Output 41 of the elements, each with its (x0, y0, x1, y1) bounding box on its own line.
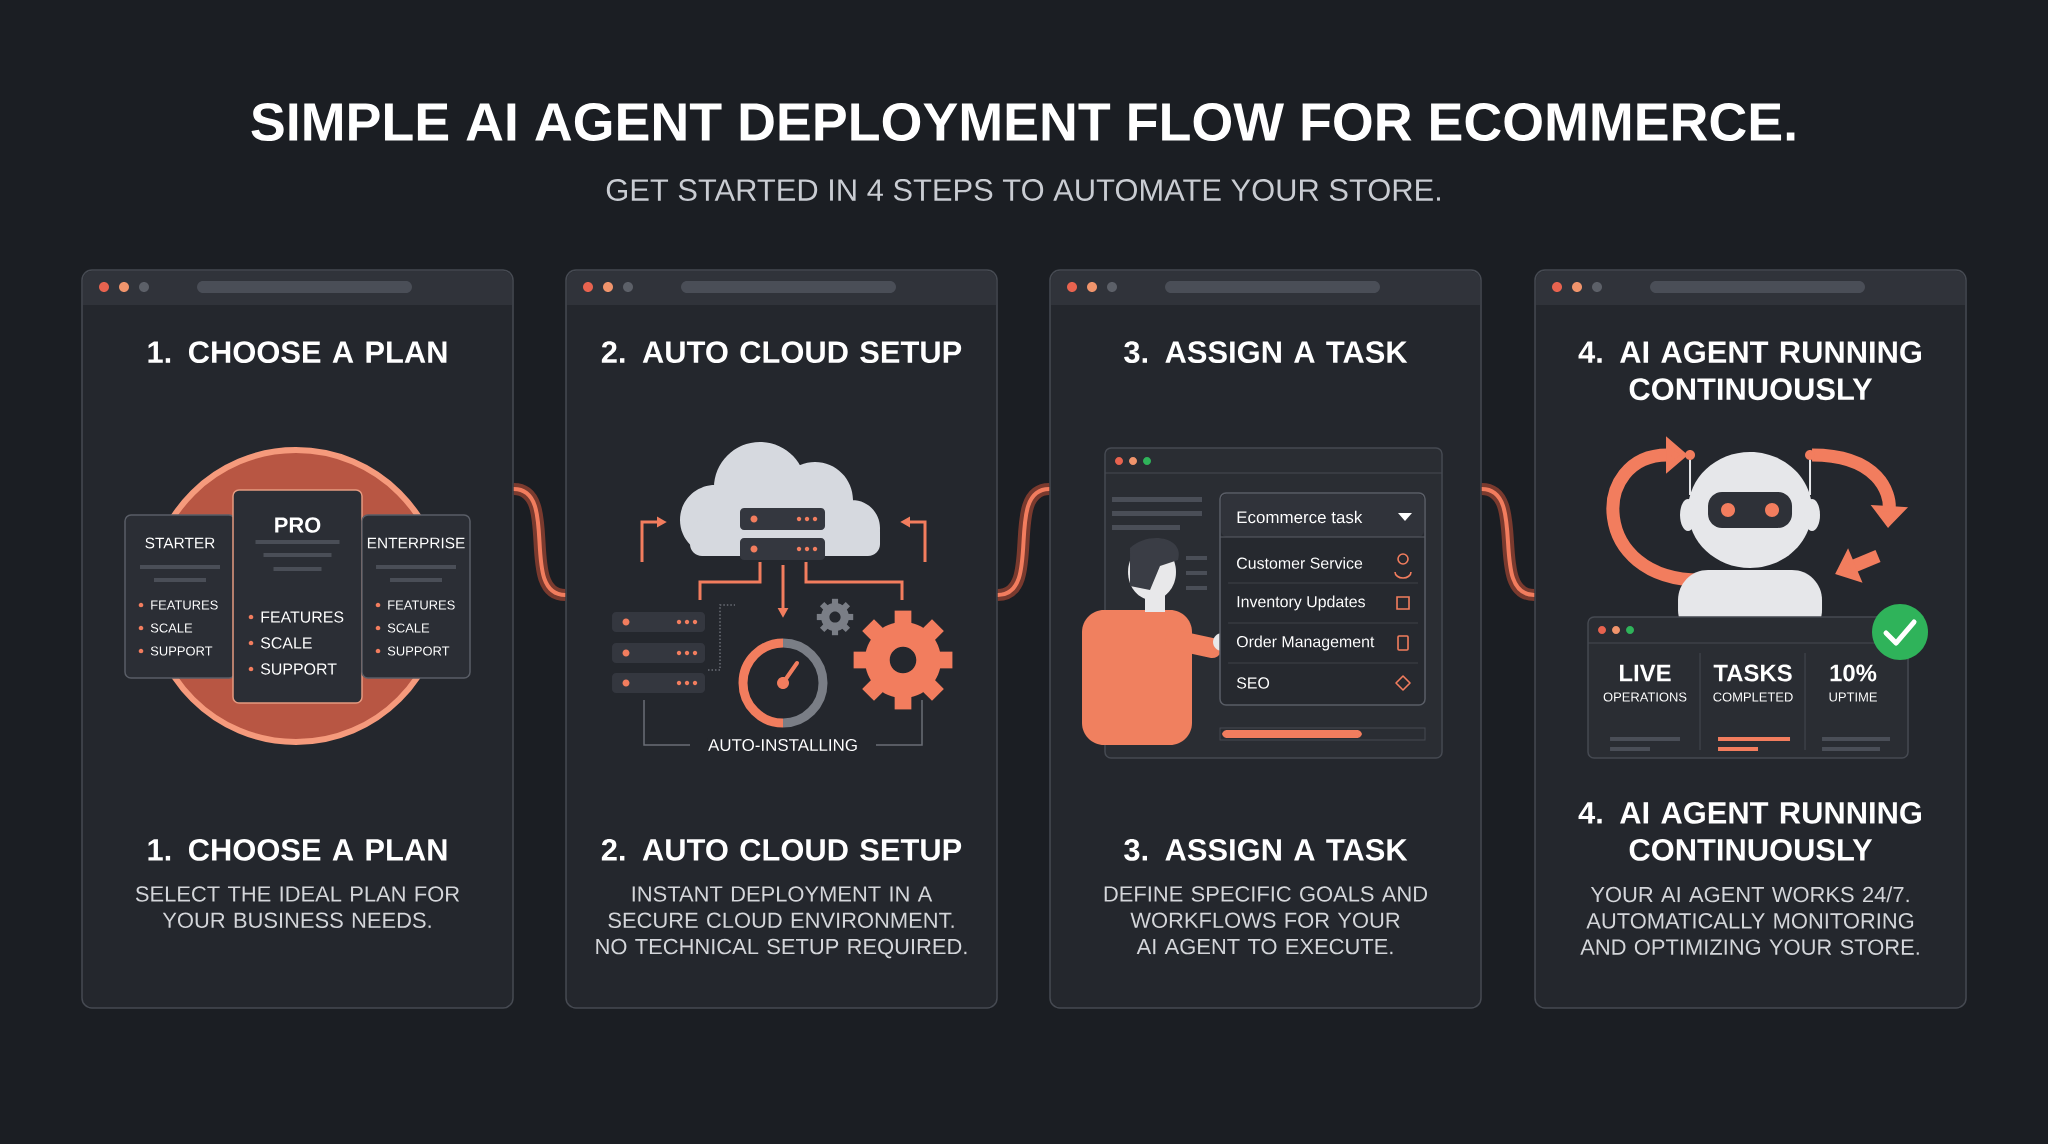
subtitle: GET STARTED IN 4 STEPS TO AUTOMATE YOUR STORE. (606, 179, 1440, 201)
stat-label: OPERATIONS (1603, 692, 1687, 702)
task-option: Customer Service (1237, 557, 1363, 569)
stat-value: TASKS (1713, 664, 1792, 682)
plan-feature: FEATURES (388, 600, 455, 610)
step-heading: 2. AUTO CLOUD SETUP (601, 838, 962, 861)
plan-name: ENTERPRISE (367, 537, 465, 549)
connector-line (996, 483, 1051, 601)
caption-text: AUTO-INSTALLING (707, 738, 859, 752)
plan-feature: SUPPORT (387, 646, 450, 656)
step-heading: 4. AI AGENT RUNNING CONTINUOUSLY (1578, 801, 1921, 861)
plan-feature: SCALE (387, 623, 430, 633)
plan-name: STARTER (145, 537, 215, 549)
step-description: YOUR AI AGENT WORKS 24/7. AUTOMATICALLY MONITORING AND OPTIMIZING YOUR STORE. (1580, 886, 1919, 955)
plan-feature: SUPPORT (150, 646, 213, 656)
task-option: Inventory Updates (1237, 595, 1365, 611)
dropdown-header: Ecommerce task (1237, 510, 1363, 524)
plan-feature: FEATURES (261, 611, 344, 623)
plan-name: PRO (275, 517, 321, 533)
step-heading: 1. CHOOSE A PLAN (148, 341, 447, 364)
task-option: Order Management (1236, 635, 1375, 651)
task-option: SEO (1236, 677, 1270, 689)
step-heading: 4. AI AGENT RUNNING CONTINUOUSLY (1578, 341, 1921, 401)
stat-value: LIVE (1620, 664, 1671, 682)
step-description: INSTANT DEPLOYMENT IN A SECURE CLOUD ENVIRONMENT. NO TECHNICAL SETUP REQUIRED. (596, 886, 967, 959)
step-heading: 2. AUTO CLOUD SETUP (601, 341, 962, 364)
stat-value: 10% (1830, 664, 1877, 682)
connector-line (1480, 483, 1536, 601)
plan-feature: FEATURES (151, 600, 218, 610)
step-heading: 3. ASSIGN A TASK (1124, 838, 1408, 861)
step-description: SELECT THE IDEAL PLAN FOR YOUR BUSINESS NEEDS. (135, 886, 460, 929)
plan-feature: SUPPORT (260, 663, 337, 675)
step-heading: 3. ASSIGN A TASK (1124, 341, 1408, 364)
step-description: DEFINE SPECIFIC GOALS AND WORKFLOWS FOR YOUR AI AGENT TO EXECUTE. (1104, 886, 1428, 955)
page-title: SIMPLE AI AGENT DEPLOYMENT FLOW FOR ECOMMERCE. (251, 102, 1795, 142)
step-heading: 1. CHOOSE A PLAN (148, 838, 447, 861)
connector-line (512, 483, 567, 601)
stat-label: COMPLETED (1713, 692, 1793, 702)
plan-feature: SCALE (260, 637, 312, 649)
plan-feature: SCALE (150, 623, 193, 633)
stat-label: UPTIME (1829, 692, 1877, 702)
